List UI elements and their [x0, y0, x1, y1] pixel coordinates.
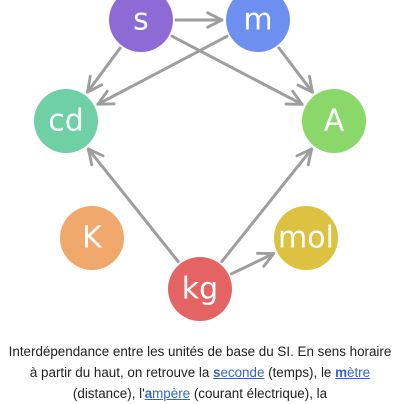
link-seconde[interactable]: seconde: [213, 365, 265, 380]
caption-courant: (courant électrique), la: [190, 386, 328, 401]
node-mol-circle: [274, 206, 338, 270]
node-mol-label: mol: [278, 221, 334, 256]
caption-text: Interdépendance entre les unités de base…: [6, 341, 394, 404]
figure-caption: Interdépendance entre les unités de base…: [6, 341, 394, 404]
link-metre[interactable]: mètre: [335, 365, 371, 380]
caption-temps: (temps), le: [264, 365, 336, 380]
node-kg-circle: [168, 257, 232, 321]
node-m: m: [226, 0, 290, 52]
dependency-arrows: [86, 11, 314, 276]
node-m-label: m: [243, 3, 272, 38]
node-mol: mol: [274, 206, 338, 270]
node-kg-label: kg: [182, 272, 218, 307]
node-cd: cd: [34, 89, 98, 153]
node-m-circle: [226, 0, 290, 52]
arrow-kg-to-mol: [230, 251, 276, 276]
node-cd-circle: [34, 89, 98, 153]
node-cd-label: cd: [48, 104, 84, 139]
arrow-m-to-cd: [96, 34, 229, 106]
node-K-label: K: [82, 221, 103, 256]
arrow-s-to-cd: [86, 46, 122, 94]
arrow-m-to-A: [277, 46, 314, 94]
node-A: A: [302, 89, 366, 153]
caption-distance: (distance), l': [72, 386, 145, 401]
node-K-circle: [60, 206, 124, 270]
arrow-kg-to-A: [220, 147, 314, 264]
node-s: s: [109, 0, 173, 52]
node-s-label: s: [133, 3, 149, 38]
caption-intro: Interdépendance entre les unités de base…: [8, 344, 392, 380]
arrow-kg-to-cd: [86, 147, 180, 264]
node-s-circle: [109, 0, 173, 52]
node-A-label: A: [324, 104, 345, 139]
link-ampere[interactable]: ampère: [144, 386, 191, 401]
arrow-s-to-A: [170, 34, 304, 106]
node-A-circle: [302, 89, 366, 153]
node-kg: kg: [168, 257, 232, 321]
node-K: K: [60, 206, 124, 270]
